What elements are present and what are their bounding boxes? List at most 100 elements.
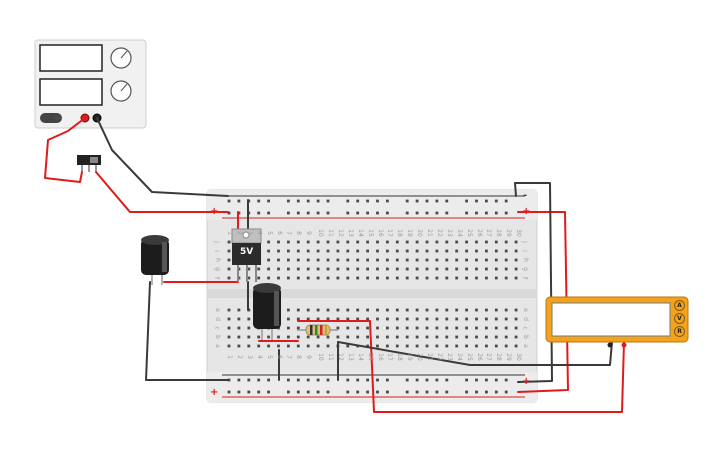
- breadboard-hole[interactable]: [356, 317, 360, 321]
- breadboard-hole[interactable]: [287, 390, 290, 394]
- breadboard-hole[interactable]: [485, 258, 488, 262]
- breadboard-hole[interactable]: [257, 335, 261, 339]
- wire-meter-red[interactable]: [297, 320, 625, 413]
- breadboard-hole[interactable]: [445, 390, 449, 394]
- resistor[interactable]: [297, 324, 338, 336]
- wire-switch-to-rail[interactable]: [95, 171, 229, 213]
- breadboard-hole[interactable]: [287, 378, 290, 382]
- breadboard-hole[interactable]: [336, 258, 340, 262]
- breadboard-hole[interactable]: [465, 335, 468, 339]
- breadboard-hole[interactable]: [485, 267, 488, 271]
- breadboard-hole[interactable]: [485, 240, 488, 244]
- breadboard-hole[interactable]: [356, 240, 360, 244]
- breadboard-hole[interactable]: [425, 317, 429, 321]
- breadboard-hole[interactable]: [465, 344, 468, 348]
- breadboard-hole[interactable]: [346, 276, 350, 280]
- breadboard-hole[interactable]: [415, 335, 419, 339]
- breadboard-hole[interactable]: [386, 258, 389, 262]
- breadboard-hole[interactable]: [237, 308, 241, 312]
- breadboard-hole[interactable]: [425, 199, 429, 203]
- breadboard-hole[interactable]: [415, 249, 419, 253]
- breadboard-hole[interactable]: [455, 267, 459, 271]
- breadboard-hole[interactable]: [485, 390, 488, 394]
- breadboard-hole[interactable]: [366, 326, 369, 330]
- power-supply[interactable]: [34, 39, 147, 129]
- breadboard-hole[interactable]: [475, 240, 478, 244]
- breadboard-hole[interactable]: [445, 378, 449, 382]
- breadboard-hole[interactable]: [306, 335, 310, 339]
- breadboard-hole[interactable]: [386, 199, 389, 203]
- breadboard-hole[interactable]: [395, 344, 399, 348]
- breadboard-hole[interactable]: [356, 199, 360, 203]
- breadboard-hole[interactable]: [306, 249, 310, 253]
- breadboard-hole[interactable]: [445, 335, 449, 339]
- multimeter-com-probe[interactable]: [607, 342, 613, 348]
- breadboard-hole[interactable]: [326, 378, 330, 382]
- wire-ps-negative[interactable]: [96, 117, 229, 197]
- breadboard-hole[interactable]: [346, 378, 350, 382]
- breadboard-hole[interactable]: [395, 267, 399, 271]
- breadboard-hole[interactable]: [346, 390, 350, 394]
- breadboard-hole[interactable]: [277, 344, 280, 348]
- breadboard-hole[interactable]: [306, 390, 310, 394]
- breadboard-hole[interactable]: [336, 249, 340, 253]
- breadboard-hole[interactable]: [227, 308, 231, 312]
- breadboard-hole[interactable]: [405, 276, 409, 280]
- breadboard-hole[interactable]: [445, 211, 449, 215]
- breadboard-hole[interactable]: [277, 267, 280, 271]
- breadboard-hole[interactable]: [455, 326, 459, 330]
- breadboard-hole[interactable]: [316, 344, 320, 348]
- breadboard-hole[interactable]: [376, 378, 379, 382]
- breadboard-hole[interactable]: [386, 335, 389, 339]
- breadboard-hole[interactable]: [277, 249, 280, 253]
- breadboard-hole[interactable]: [247, 317, 251, 321]
- breadboard-hole[interactable]: [435, 335, 439, 339]
- capacitor-left[interactable]: [141, 235, 169, 285]
- breadboard-hole[interactable]: [237, 199, 241, 203]
- breadboard-hole[interactable]: [336, 276, 340, 280]
- breadboard-hole[interactable]: [257, 199, 261, 203]
- breadboard-hole[interactable]: [346, 267, 350, 271]
- breadboard-holes[interactable]: [227, 199, 518, 394]
- breadboard-hole[interactable]: [435, 326, 439, 330]
- breadboard-hole[interactable]: [227, 258, 231, 262]
- breadboard-hole[interactable]: [415, 390, 419, 394]
- breadboard-hole[interactable]: [227, 344, 231, 348]
- breadboard-hole[interactable]: [455, 240, 459, 244]
- breadboard-hole[interactable]: [247, 335, 251, 339]
- breadboard-hole[interactable]: [376, 390, 379, 394]
- breadboard-hole[interactable]: [514, 240, 518, 244]
- breadboard-hole[interactable]: [494, 249, 498, 253]
- breadboard-hole[interactable]: [287, 249, 290, 253]
- breadboard-hole[interactable]: [415, 199, 419, 203]
- breadboard-hole[interactable]: [356, 378, 360, 382]
- breadboard-hole[interactable]: [267, 378, 270, 382]
- breadboard-hole[interactable]: [405, 378, 409, 382]
- breadboard-hole[interactable]: [287, 335, 290, 339]
- breadboard-hole[interactable]: [405, 267, 409, 271]
- breadboard-hole[interactable]: [257, 378, 261, 382]
- breadboard-hole[interactable]: [267, 249, 270, 253]
- breadboard-hole[interactable]: [475, 335, 478, 339]
- breadboard-hole[interactable]: [296, 211, 300, 215]
- breadboard-hole[interactable]: [504, 267, 508, 271]
- breadboard-hole[interactable]: [277, 258, 280, 262]
- breadboard-hole[interactable]: [445, 276, 449, 280]
- breadboard-hole[interactable]: [405, 240, 409, 244]
- breadboard-hole[interactable]: [485, 317, 488, 321]
- breadboard-hole[interactable]: [475, 267, 478, 271]
- breadboard-hole[interactable]: [395, 240, 399, 244]
- breadboard-hole[interactable]: [504, 211, 508, 215]
- breadboard-hole[interactable]: [296, 240, 300, 244]
- breadboard-hole[interactable]: [247, 326, 251, 330]
- breadboard-hole[interactable]: [306, 199, 310, 203]
- breadboard-hole[interactable]: [376, 211, 379, 215]
- breadboard-hole[interactable]: [435, 378, 439, 382]
- breadboard-hole[interactable]: [257, 344, 261, 348]
- breadboard-hole[interactable]: [306, 240, 310, 244]
- breadboard-hole[interactable]: [494, 326, 498, 330]
- breadboard-hole[interactable]: [356, 335, 360, 339]
- breadboard-hole[interactable]: [465, 199, 468, 203]
- breadboard-hole[interactable]: [316, 199, 320, 203]
- breadboard-hole[interactable]: [247, 378, 251, 382]
